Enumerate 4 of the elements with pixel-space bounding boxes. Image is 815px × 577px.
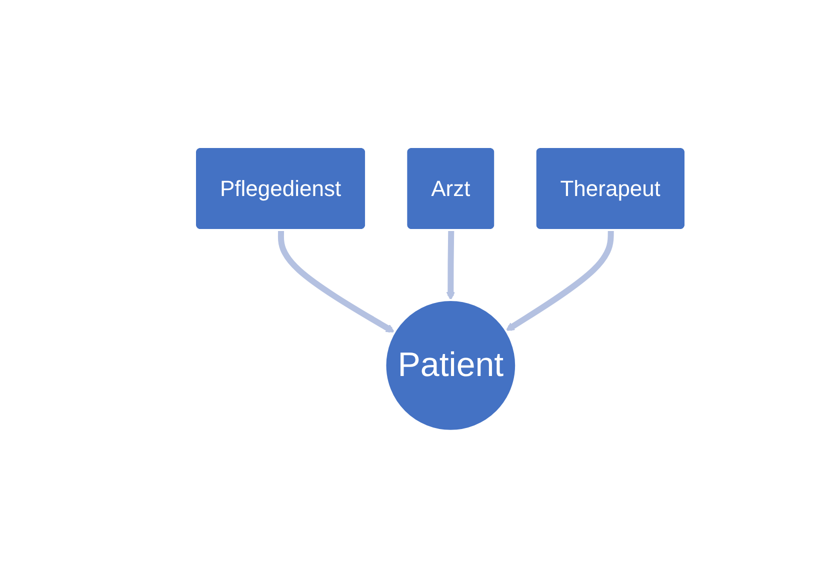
node-circle: Patient — [384, 298, 517, 432]
arrow — [278, 230, 394, 332]
arrow — [505, 230, 614, 331]
arrow — [446, 230, 455, 300]
